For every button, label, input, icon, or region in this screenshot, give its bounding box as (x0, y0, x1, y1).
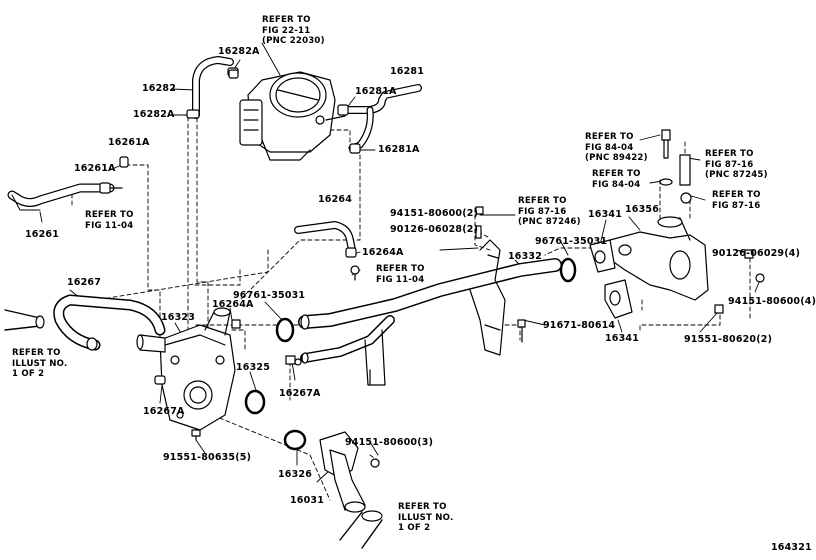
part-96761-35031-right[interactable]: 96761-35031 (535, 236, 608, 247)
part-16031[interactable]: 16031 (290, 495, 325, 506)
part-16267[interactable]: 16267 (67, 277, 102, 288)
part-16323[interactable]: 16323 (161, 312, 196, 323)
part-16264A-right[interactable]: 16264A (362, 247, 404, 258)
part-16341-top[interactable]: 16341 (588, 209, 623, 220)
hose-16267 (53, 294, 166, 351)
part-91671-80614[interactable]: 91671-80614 (543, 320, 616, 331)
refer-fig-87-16-right[interactable]: REFER TO FIG 87-16 (712, 190, 761, 211)
refer-illust-bottom[interactable]: REFER TO ILLUST NO. 1 OF 2 (398, 502, 454, 533)
refer-fig-22-11[interactable]: REFER TO FIG 22-11 (PNC 22030) (262, 15, 325, 46)
sensor-hardware (228, 69, 765, 366)
water-inlet-housing (136, 307, 236, 441)
left-pipe-end (4, 309, 45, 331)
part-16281A-top[interactable]: 16281A (355, 86, 397, 97)
bottom-pipe-end (339, 510, 383, 549)
part-90126-06028[interactable]: 90126-06028(2) (390, 224, 479, 235)
refer-fig-11-04-left[interactable]: REFER TO FIG 11-04 (85, 210, 134, 231)
part-16267A-right[interactable]: 16267A (279, 388, 321, 399)
water-pipe-16332 (298, 239, 562, 386)
hose-16264 (294, 221, 360, 281)
refer-fig-84-04-pnc[interactable]: REFER TO FIG 84-04 (PNC 89422) (585, 132, 648, 163)
thermostat-housing (319, 431, 380, 513)
part-96761-35031-left[interactable]: 96761-35031 (233, 290, 306, 301)
part-16282A-top[interactable]: 16282A (218, 46, 260, 57)
part-16264[interactable]: 16264 (318, 194, 353, 205)
part-16264A-left[interactable]: 16264A (212, 299, 254, 310)
part-16261A-top[interactable]: 16261A (108, 137, 150, 148)
part-16332[interactable]: 16332 (508, 251, 543, 262)
refer-illust-left[interactable]: REFER TO ILLUST NO. 1 OF 2 (12, 348, 68, 379)
part-16325[interactable]: 16325 (236, 362, 271, 373)
throttle-body (239, 71, 346, 161)
refer-fig-87-16-mid[interactable]: REFER TO FIG 87-16 (PNC 87246) (518, 196, 581, 227)
part-91551-80620[interactable]: 91551-80620(2) (684, 334, 773, 345)
part-16341-bottom[interactable]: 16341 (605, 333, 640, 344)
part-16356[interactable]: 16356 (625, 204, 660, 215)
part-16282[interactable]: 16282 (142, 83, 177, 94)
hose-16261 (7, 156, 129, 211)
part-94151-80600-3[interactable]: 94151-80600(3) (345, 437, 434, 448)
refer-fig-87-16-pnc[interactable]: REFER TO FIG 87-16 (PNC 87245) (705, 149, 768, 180)
refer-fig-11-04-mid[interactable]: REFER TO FIG 11-04 (376, 264, 425, 285)
water-outlet (589, 216, 709, 319)
part-16261A-mid[interactable]: 16261A (74, 163, 116, 174)
refer-fig-84-04[interactable]: REFER TO FIG 84-04 (592, 169, 641, 190)
part-16281A-bottom[interactable]: 16281A (378, 144, 420, 155)
o-rings (244, 257, 577, 451)
part-90126-06029[interactable]: 90126-06029(4) (712, 248, 801, 259)
part-16267A-left[interactable]: 16267A (143, 406, 185, 417)
illustration-number: 164321 (771, 542, 812, 553)
hose-16282 (186, 56, 239, 119)
hose-16281 (337, 84, 422, 154)
part-16326[interactable]: 16326 (278, 469, 313, 480)
part-16261[interactable]: 16261 (25, 229, 60, 240)
part-16282A-mid[interactable]: 16282A (133, 109, 175, 120)
part-94151-80600-2[interactable]: 94151-80600(2) (390, 208, 479, 219)
part-16281[interactable]: 16281 (390, 66, 425, 77)
part-94151-80600-4[interactable]: 94151-80600(4) (728, 296, 816, 307)
part-91551-80635[interactable]: 91551-80635(5) (163, 452, 252, 463)
